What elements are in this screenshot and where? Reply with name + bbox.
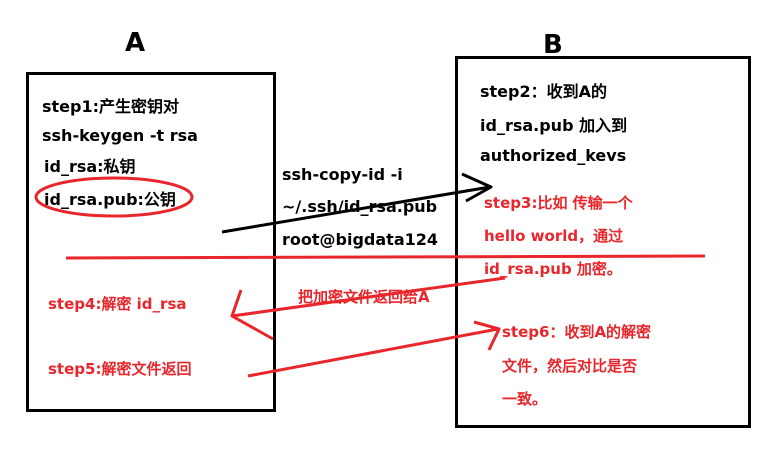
- return-encrypted-arrow-head: [230, 289, 243, 317]
- step2-line3: authorized_kevs: [480, 146, 627, 165]
- step2-line1: step2：收到A的: [480, 82, 607, 101]
- divider-line: [65, 254, 706, 260]
- copy-key-arrow-head: [461, 172, 493, 203]
- step1-label: step1:产生密钥对: [42, 97, 180, 116]
- step6-line3: 一致。: [502, 390, 548, 408]
- public-key-highlight-ellipse: [34, 176, 194, 218]
- return-encrypted-arrow: [230, 276, 506, 341]
- step2-line2: id_rsa.pub 加入到: [480, 116, 628, 135]
- keygen-command: ssh-keygen -t rsa: [42, 126, 198, 145]
- step3-line2: hello world，通过: [484, 227, 624, 245]
- machine-b-title: B: [543, 30, 563, 60]
- private-key-label: id_rsa:私钥: [44, 157, 136, 176]
- machine-a-box: [26, 72, 276, 412]
- step4-label: step4:解密 id_rsa: [48, 295, 187, 313]
- decrypted-return-arrow-head: [473, 320, 501, 351]
- step6-line1: step6：收到A的解密: [502, 323, 652, 341]
- machine-a-title: A: [125, 28, 146, 58]
- decrypted-return-arrow-shaft: [247, 327, 499, 378]
- step3-line3: id_rsa.pub 加密。: [484, 260, 622, 278]
- public-key-label: id_rsa.pub:公钥: [44, 190, 176, 209]
- copy-key-arrow-shaft: [221, 185, 491, 234]
- step5-label: step5:解密文件返回: [48, 360, 192, 378]
- step3-line1: step3:比如 传输一个: [484, 194, 633, 212]
- step6-line2: 文件，然后对比是否: [502, 357, 638, 375]
- copy-command-line3: root@bigdata124: [282, 230, 439, 249]
- copy-command-line1: ssh-copy-id -i: [282, 165, 403, 184]
- machine-b-box: [455, 56, 751, 428]
